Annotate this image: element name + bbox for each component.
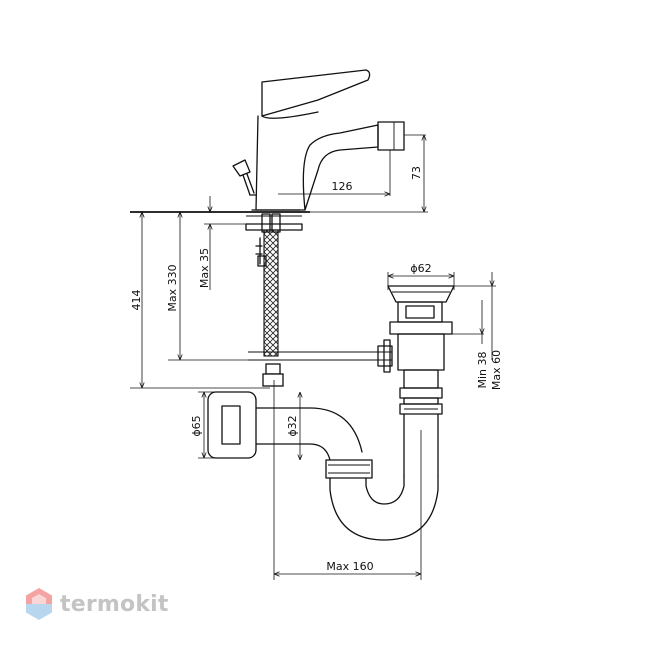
p-trap (207, 391, 439, 541)
faucet (232, 69, 405, 211)
faucet-body (255, 115, 379, 211)
pop-up-lever (232, 159, 255, 196)
dim-126: 126 (332, 180, 353, 193)
countertop (130, 211, 310, 231)
supply-hose (255, 213, 284, 387)
dim-73: 73 (410, 166, 423, 180)
pop-up-rod (248, 339, 393, 373)
faucet-handle (261, 69, 371, 117)
dim-min-38: Min 38 (476, 351, 489, 388)
brand-name: termokit (60, 591, 169, 617)
brand-logo: termokit (24, 586, 169, 622)
dimension-lines (130, 134, 496, 580)
dim-phi-32: ϕ32 (286, 415, 299, 436)
dim-phi-65: ϕ65 (190, 415, 203, 436)
dim-max-330: Max 330 (166, 264, 179, 311)
dim-phi-62: ϕ62 (410, 262, 431, 275)
spout-aerator (377, 121, 405, 151)
dim-max-60: Max 60 (490, 350, 503, 390)
dim-max-35: Max 35 (198, 248, 211, 288)
dim-max-160: Max 160 (326, 560, 373, 573)
dim-414: 414 (130, 290, 143, 311)
hexagon-logo-icon (26, 588, 52, 620)
pop-up-waste (387, 285, 455, 477)
